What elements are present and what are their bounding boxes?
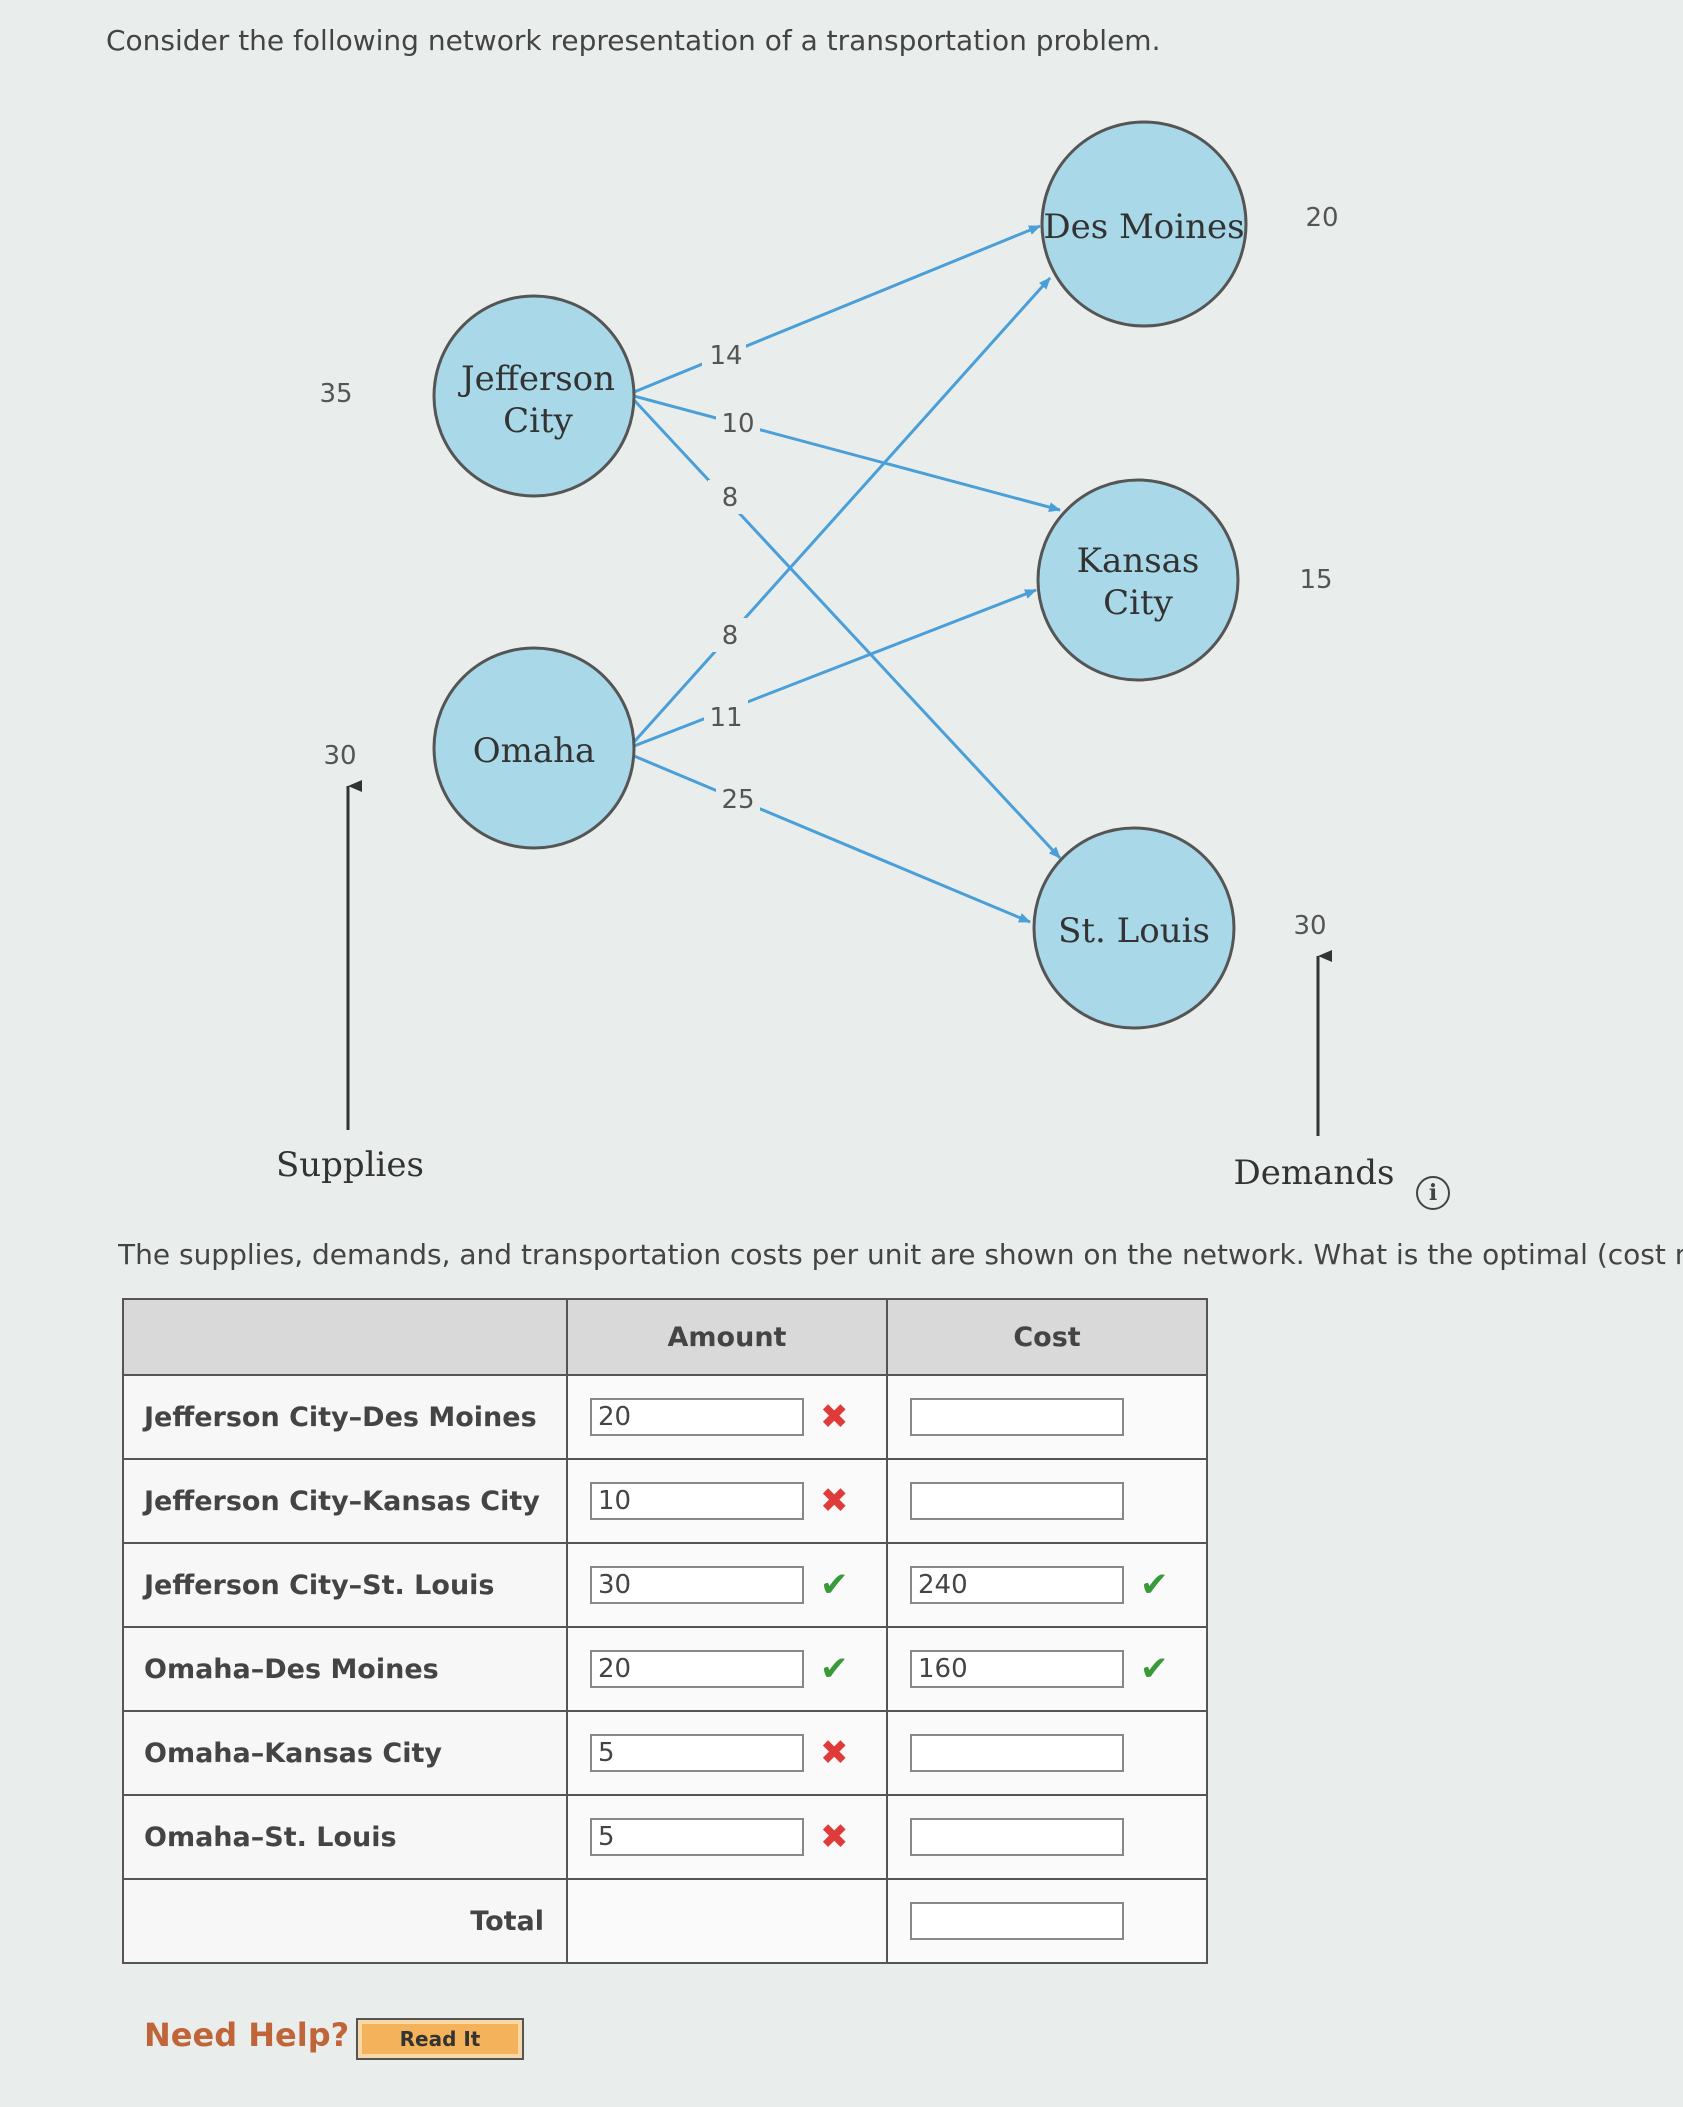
route-label: Omaha–Des Moines	[122, 1626, 568, 1712]
arc-om-dm	[632, 276, 1052, 744]
correct-icon: ✔	[1140, 1565, 1169, 1605]
header-amount: Amount	[566, 1298, 888, 1376]
node-label-jefferson-line2: City	[503, 401, 574, 441]
amount-input[interactable]	[590, 1818, 804, 1856]
arc-jc-sl	[632, 398, 1062, 860]
correct-icon: ✔	[820, 1565, 849, 1605]
total-amount-cell	[566, 1878, 888, 1964]
cost-label-om-dm: 8	[722, 621, 739, 651]
transport-table: Amount Cost Jefferson City–Des Moines ✖ …	[122, 1298, 1208, 1964]
supplies-label: Supplies	[276, 1145, 424, 1185]
cost-label-jc-kc: 10	[721, 409, 754, 439]
node-label-kansas-line2: City	[1103, 583, 1174, 623]
cost-input[interactable]	[910, 1398, 1124, 1436]
table-row: Omaha–St. Louis ✖	[122, 1794, 1208, 1880]
read-it-button[interactable]: Read It	[356, 2018, 524, 2060]
table-row: Jefferson City–Des Moines ✖	[122, 1374, 1208, 1460]
header-cost: Cost	[886, 1298, 1208, 1376]
node-label-des-moines: Des Moines	[1043, 207, 1244, 247]
node-label-jefferson-line1: Jefferson	[458, 359, 615, 399]
table-row: Omaha–Kansas City ✖	[122, 1710, 1208, 1796]
header-blank	[122, 1298, 568, 1376]
problem-description: The supplies, demands, and transportatio…	[118, 1238, 1683, 1271]
table-row: Omaha–Des Moines ✔ ✔	[122, 1626, 1208, 1712]
node-label-omaha: Omaha	[473, 731, 596, 771]
node-label-kansas-line1: Kansas	[1077, 541, 1200, 581]
cost-input[interactable]	[910, 1566, 1124, 1604]
correct-icon: ✔	[1140, 1649, 1169, 1689]
incorrect-icon: ✖	[820, 1481, 849, 1521]
demands-label: Demands	[1233, 1153, 1394, 1193]
cost-label-jc-dm: 14	[709, 341, 742, 371]
node-st-louis	[1032, 826, 1236, 1030]
amount-input[interactable]	[590, 1398, 804, 1436]
amount-input[interactable]	[590, 1734, 804, 1772]
route-label: Jefferson City–Kansas City	[122, 1458, 568, 1544]
route-label: Jefferson City–Des Moines	[122, 1374, 568, 1460]
cost-input[interactable]	[910, 1650, 1124, 1688]
demand-des-moines: 20	[1305, 203, 1338, 233]
route-label: Jefferson City–St. Louis	[122, 1542, 568, 1628]
supply-jefferson-city: 35	[319, 379, 352, 409]
incorrect-icon: ✖	[820, 1397, 849, 1437]
incorrect-icon: ✖	[820, 1733, 849, 1773]
arc-jc-dm	[633, 224, 1041, 394]
route-label: Omaha–Kansas City	[122, 1710, 568, 1796]
info-icon[interactable]: i	[1416, 1176, 1450, 1210]
node-omaha	[432, 646, 636, 850]
cost-input[interactable]	[910, 1734, 1124, 1772]
node-kansas-city	[1036, 478, 1240, 682]
question-text: Consider the following network represent…	[106, 24, 1161, 57]
arc-om-sl	[633, 754, 1031, 924]
need-help-label: Need Help?	[144, 2016, 350, 2054]
cost-label-om-sl: 25	[721, 785, 754, 815]
table-row: Jefferson City–St. Louis ✔ ✔	[122, 1542, 1208, 1628]
network-diagram: 14 10 8 8 11 25 Jefferson City Omaha Des…	[276, 120, 1395, 1193]
cost-label-jc-sl: 8	[722, 483, 739, 513]
table-row-total: Total	[122, 1878, 1208, 1964]
route-label: Omaha–St. Louis	[122, 1794, 568, 1880]
cost-label-om-kc: 11	[709, 703, 742, 733]
amount-input[interactable]	[590, 1482, 804, 1520]
node-des-moines	[1040, 120, 1248, 328]
supply-omaha: 30	[323, 741, 356, 771]
total-label: Total	[122, 1878, 568, 1964]
node-jefferson-city	[432, 294, 636, 498]
cost-input[interactable]	[910, 1818, 1124, 1856]
total-cost-input[interactable]	[910, 1902, 1124, 1940]
table-row: Jefferson City–Kansas City ✖	[122, 1458, 1208, 1544]
node-label-st-louis: St. Louis	[1058, 911, 1210, 951]
demand-kansas-city: 15	[1299, 565, 1332, 595]
incorrect-icon: ✖	[820, 1817, 849, 1857]
demand-st-louis: 30	[1293, 911, 1326, 941]
amount-input[interactable]	[590, 1566, 804, 1604]
amount-input[interactable]	[590, 1650, 804, 1688]
arc-om-kc	[633, 588, 1037, 748]
arc-jc-kc	[633, 394, 1061, 512]
correct-icon: ✔	[820, 1649, 849, 1689]
cost-input[interactable]	[910, 1482, 1124, 1520]
